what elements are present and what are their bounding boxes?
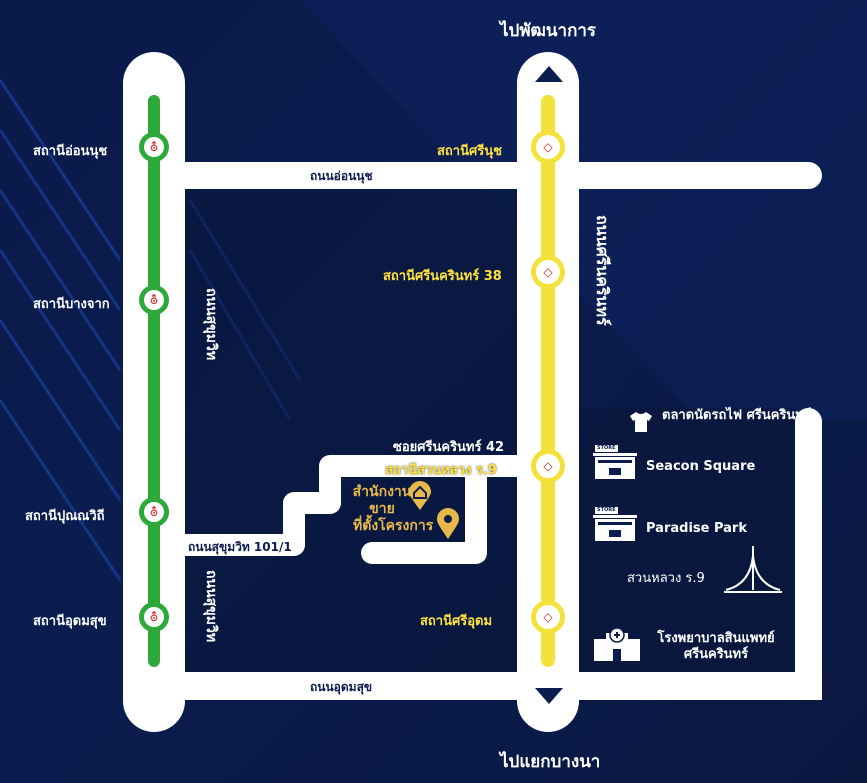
- mrt-station-icon: ◇: [531, 130, 565, 164]
- bts-station-icon: ⛢: [139, 132, 169, 162]
- bts-station-icon: ⛢: [139, 497, 169, 527]
- arrow-up-icon: [535, 66, 563, 82]
- location-pin-icon: [437, 508, 459, 539]
- shirt-icon: [630, 412, 652, 432]
- home-pin-icon: [409, 481, 431, 510]
- station-srinakarin-38: สถานีศรีนครินทร์ 38: [383, 269, 502, 284]
- on-nut-road: [170, 162, 822, 189]
- mrt-station-icon: ◇: [531, 600, 565, 634]
- bts-station-icon: ⛢: [139, 602, 169, 632]
- sales-office-label: สำนักงานขาย: [352, 484, 412, 517]
- hospital-label: โรงพยาบาลสินแพทย์ ศรีนครินทร์: [657, 631, 775, 662]
- on-nut-road-label: ถนนอ่อนนุช: [310, 169, 373, 183]
- mrt-station-icon: ◇: [531, 255, 565, 289]
- store-icon: [593, 453, 637, 479]
- bts-station-icon: ⛢: [139, 285, 169, 315]
- hospital-icon: [594, 627, 640, 661]
- udom-suk-road-label: ถนนอุดมสุข: [310, 680, 373, 694]
- sukhumvit-upper-label: ถนนสุขุมวิท: [203, 288, 219, 361]
- east-road: [795, 408, 822, 700]
- suan-luang-label: สวนหลวง ร.9: [627, 571, 705, 586]
- direction-south: ไปแยกบางนา: [500, 752, 601, 772]
- direction-north: ไปพัฒนาการ: [500, 21, 597, 41]
- station-on-nut: สถานีอ่อนนุช: [33, 144, 108, 159]
- paradise-park-label: Paradise Park: [646, 521, 747, 536]
- soi-srinakarin-42-label: ซอยศรีนครินทร์ 42: [393, 440, 505, 455]
- store-sign-label: STORE: [595, 445, 618, 452]
- srinakarin-label: ถนนศรีนครินทร์: [593, 215, 612, 326]
- sukhumvit-lower-label: ถนนสุขุมวิท: [203, 570, 219, 643]
- project-location-label: ที่ตั้งโครงการ: [353, 518, 434, 534]
- station-si-udom: สถานีศรีอุดม: [420, 614, 493, 629]
- udom-suk-road: [170, 672, 822, 700]
- yellow-line: [541, 95, 555, 667]
- train-market-label: ตลาดนัดรถไฟ ศรีนครินทร์: [662, 408, 811, 423]
- green-line: [148, 95, 160, 667]
- suan-luang-monument-icon: [724, 546, 782, 593]
- station-suan-luang: สถานีสวนหลวง ร.9: [385, 463, 497, 478]
- arrow-down-icon: [535, 688, 563, 704]
- station-bang-chak: สถานีบางจาก: [33, 297, 110, 312]
- sukhumvit-101-1-label: ถนนสุขุมวิท 101/1: [188, 540, 292, 554]
- store-sign-label: STORE: [595, 507, 618, 514]
- mrt-station-icon: ◇: [531, 449, 565, 483]
- station-udom-suk: สถานีอุดมสุข: [33, 614, 107, 629]
- store-icon: [593, 515, 637, 541]
- station-punnawithi: สถานีปุณณวิถี: [25, 509, 105, 524]
- seacon-square-label: Seacon Square: [646, 459, 756, 474]
- station-si-nut: สถานีศรีนุช: [437, 144, 502, 159]
